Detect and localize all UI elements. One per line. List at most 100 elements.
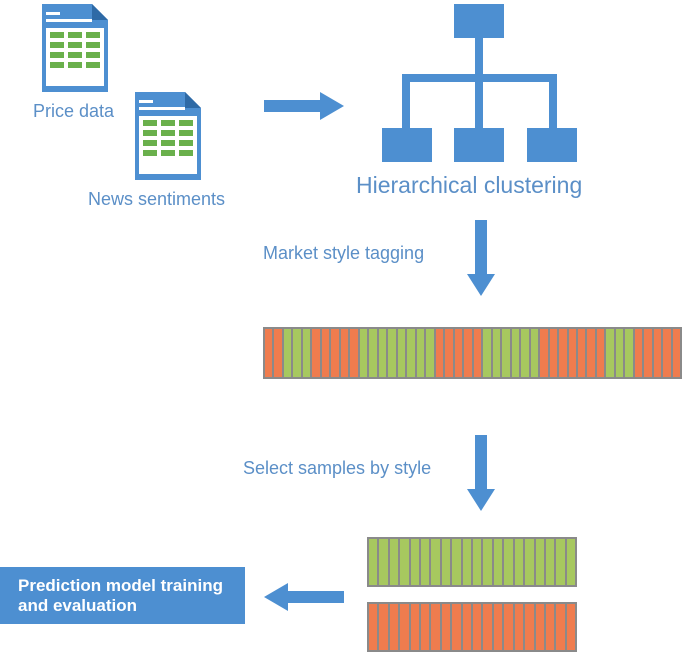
green-cell (511, 329, 520, 377)
orange-cell (312, 329, 320, 377)
orange-cell (400, 604, 409, 650)
green-cell (556, 539, 565, 585)
orange-cell (493, 604, 503, 650)
hierarchy-tree-icon (382, 4, 577, 162)
green-cell (441, 539, 451, 585)
green-cell (514, 539, 524, 585)
green-cell (379, 539, 388, 585)
green-cell (452, 539, 461, 585)
green-cell (473, 539, 482, 585)
green-cell (293, 329, 301, 377)
orange-cell (514, 604, 524, 650)
orange-cell (644, 329, 652, 377)
news-sentiments-document-icon (135, 92, 201, 180)
green-cell (492, 329, 501, 377)
orange-cell (663, 329, 671, 377)
orange-cell (535, 604, 544, 650)
orange-cell (435, 329, 444, 377)
green-cell (388, 329, 396, 377)
orange-cell (577, 329, 586, 377)
green-cell (359, 329, 368, 377)
green-cell (416, 329, 425, 377)
green-cell (615, 329, 624, 377)
orange-cell (464, 329, 472, 377)
prediction-label-line1: Prediction model training (18, 575, 223, 595)
orange-cell (340, 329, 349, 377)
orange-cell (549, 329, 558, 377)
market-style-tagged-strip (263, 327, 682, 379)
orange-cell (410, 604, 420, 650)
orange-cell (596, 329, 605, 377)
orange-cell (452, 604, 461, 650)
right-arrow-icon (264, 92, 344, 120)
green-cell (566, 539, 576, 585)
orange-cell (274, 329, 282, 377)
green-samples-strip (367, 537, 577, 587)
price-data-label: Price data (33, 101, 115, 121)
orange-samples-strip (367, 602, 577, 652)
green-cell (525, 539, 534, 585)
green-cell (483, 539, 492, 585)
green-cell (521, 329, 529, 377)
orange-cell (540, 329, 548, 377)
green-cell (426, 329, 434, 377)
green-cell (483, 329, 491, 377)
news-sentiments-label: News sentiments (88, 189, 226, 209)
market-style-tagging-label: Market style tagging (263, 243, 425, 263)
orange-cell (454, 329, 463, 377)
orange-cell (350, 329, 358, 377)
down-arrow-icon (467, 220, 495, 296)
green-cell (625, 329, 633, 377)
green-cell (369, 539, 378, 585)
orange-cell (587, 329, 595, 377)
orange-cell (483, 604, 492, 650)
orange-cell (321, 329, 330, 377)
orange-cell (265, 329, 273, 377)
green-cell (504, 539, 513, 585)
orange-cell (525, 604, 534, 650)
green-cell (606, 329, 614, 377)
green-cell (378, 329, 387, 377)
orange-cell (431, 604, 440, 650)
orange-cell (379, 604, 388, 650)
orange-cell (672, 329, 681, 377)
price-data-document-icon (42, 4, 108, 92)
green-cell (462, 539, 472, 585)
orange-cell (473, 329, 482, 377)
orange-cell (504, 604, 513, 650)
green-cell (421, 539, 430, 585)
green-cell (400, 539, 409, 585)
down-arrow-icon (467, 435, 495, 511)
hierarchical-clustering-label: Hierarchical clustering (356, 172, 583, 198)
green-cell (431, 539, 440, 585)
green-cell (397, 329, 406, 377)
prediction-model-box: Prediction model training and evaluation (0, 567, 245, 624)
green-cell (302, 329, 311, 377)
orange-cell (566, 604, 576, 650)
prediction-label-line2: and evaluation (18, 595, 138, 615)
green-cell (530, 329, 539, 377)
orange-cell (653, 329, 662, 377)
orange-cell (421, 604, 430, 650)
green-cell (389, 539, 399, 585)
orange-cell (369, 604, 378, 650)
orange-cell (568, 329, 576, 377)
green-cell (407, 329, 415, 377)
orange-cell (389, 604, 399, 650)
orange-cell (331, 329, 339, 377)
orange-cell (441, 604, 451, 650)
select-samples-label: Select samples by style (243, 458, 432, 478)
orange-cell (556, 604, 565, 650)
green-cell (545, 539, 555, 585)
orange-cell (462, 604, 472, 650)
left-arrow-icon (264, 583, 344, 611)
orange-cell (445, 329, 453, 377)
green-cell (493, 539, 503, 585)
green-cell (369, 329, 377, 377)
green-cell (502, 329, 510, 377)
orange-cell (473, 604, 482, 650)
orange-cell (559, 329, 567, 377)
green-cell (283, 329, 292, 377)
orange-cell (634, 329, 643, 377)
green-cell (535, 539, 544, 585)
